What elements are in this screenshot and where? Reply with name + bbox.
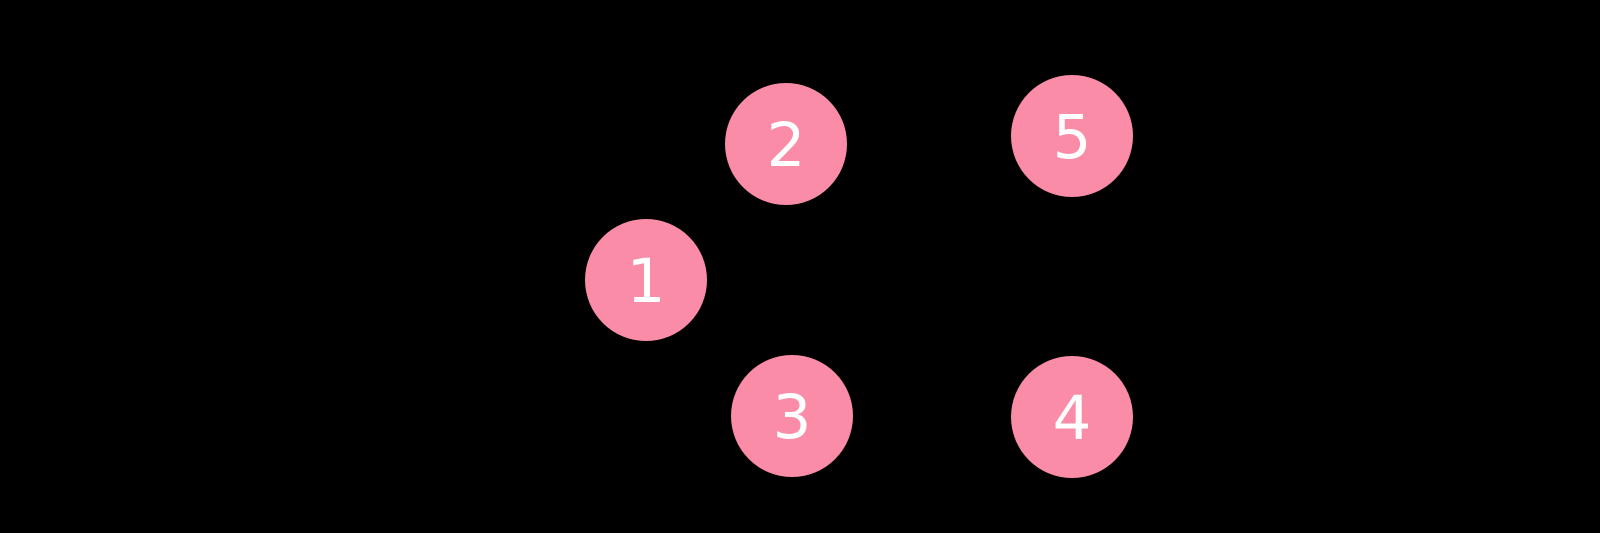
graph-node-label: 2 [766, 109, 806, 181]
graph-node-label: 4 [1052, 382, 1092, 454]
graph-node-label: 5 [1052, 101, 1092, 173]
graph-node-2: 2 [725, 83, 847, 205]
graph-node-1: 1 [585, 219, 707, 341]
graph-node-5: 5 [1011, 75, 1133, 197]
graph-node-3: 3 [731, 355, 853, 477]
graph-node-label: 3 [772, 381, 812, 453]
graph-node-4: 4 [1011, 356, 1133, 478]
graph-node-label: 1 [626, 245, 666, 317]
